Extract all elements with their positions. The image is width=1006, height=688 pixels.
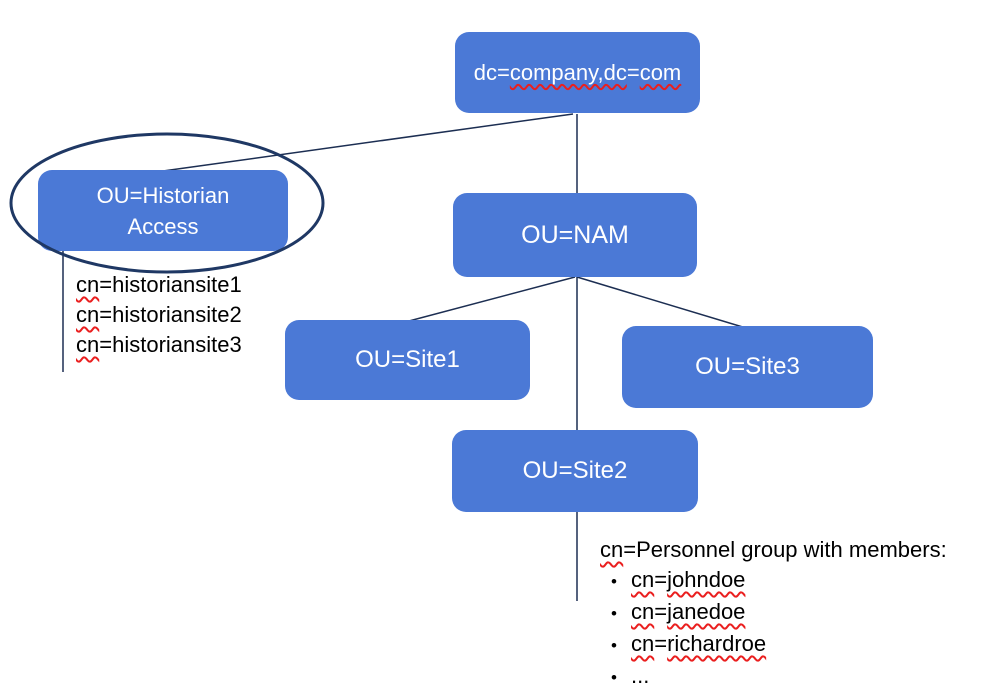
node-root-dc: dc=company,dc=com xyxy=(455,32,700,113)
bullet-dot: • xyxy=(611,668,617,687)
node-root-label: dc=company,dc=com xyxy=(474,60,682,86)
bullet-dot: • xyxy=(611,572,617,591)
member-item: • cn=johndoe xyxy=(600,565,947,597)
member-item: • cn=janedoe xyxy=(600,597,947,629)
edge-root-historian xyxy=(162,113,574,172)
member-eq: = xyxy=(654,599,668,624)
bullet-dot: • xyxy=(611,604,617,623)
root-label-segment-misspelled: com xyxy=(639,59,682,85)
member-text: cn=richardroe xyxy=(631,629,766,659)
heading-text: =Personnel group with members: xyxy=(623,537,947,562)
entry-prefix-misspelled: cn xyxy=(76,332,100,357)
site1-label: OU=Site1 xyxy=(355,346,460,373)
node-ou-site2: OU=Site2 xyxy=(452,430,698,512)
nam-label: OU=NAM xyxy=(521,220,629,249)
historian-label-line2: Access xyxy=(127,213,199,239)
member-eq: = xyxy=(654,631,668,656)
member-more-text: ... xyxy=(631,663,650,688)
bullet-dot: • xyxy=(611,636,617,655)
entry-text: =historiansite3 xyxy=(99,332,242,357)
site3-label: OU=Site3 xyxy=(695,353,800,380)
edge-nam-site1 xyxy=(408,276,576,322)
member-prefix-misspelled: cn xyxy=(631,631,655,656)
node-ou-site3: OU=Site3 xyxy=(622,326,873,408)
historian-entry: cn=historiansite1 xyxy=(76,270,242,300)
member-text: cn=johndoe xyxy=(631,565,745,595)
entry-prefix-misspelled: cn xyxy=(76,272,100,297)
historian-entry: cn=historiansite2 xyxy=(76,300,242,330)
root-label-segment-misspelled: company,dc xyxy=(509,59,627,85)
node-ou-historian-access: OU=Historian Access xyxy=(38,170,288,251)
entry-text: =historiansite2 xyxy=(99,302,242,327)
heading-prefix-misspelled: cn xyxy=(600,537,624,562)
personnel-heading: cn=Personnel group with members: xyxy=(600,535,947,565)
node-ou-nam: OU=NAM xyxy=(453,193,697,277)
member-name-misspelled: richardroe xyxy=(667,631,767,656)
node-ou-site1: OU=Site1 xyxy=(285,320,530,400)
member-eq: = xyxy=(654,567,668,592)
member-item: • cn=richardroe xyxy=(600,629,947,661)
personnel-annotation: cn=Personnel group with members: • cn=jo… xyxy=(600,535,947,688)
member-name-misspelled: johndoe xyxy=(667,567,746,592)
member-prefix-misspelled: cn xyxy=(631,599,655,624)
historian-entries-list: cn=historiansite1 cn=historiansite2 cn=h… xyxy=(76,270,242,360)
member-prefix-misspelled: cn xyxy=(631,567,655,592)
member-item-more: • ... xyxy=(600,661,947,688)
entry-text: =historiansite1 xyxy=(99,272,242,297)
entry-prefix-misspelled: cn xyxy=(76,302,100,327)
root-label-segment: = xyxy=(626,59,640,85)
member-text: cn=janedoe xyxy=(631,597,745,627)
historian-label-line1: OU=Historian xyxy=(96,182,230,208)
historian-entry: cn=historiansite3 xyxy=(76,330,242,360)
member-name-misspelled: janedoe xyxy=(667,599,746,624)
edge-nam-site3 xyxy=(576,276,747,329)
root-label-segment: dc= xyxy=(473,59,510,85)
site2-label: OU=Site2 xyxy=(522,457,628,484)
